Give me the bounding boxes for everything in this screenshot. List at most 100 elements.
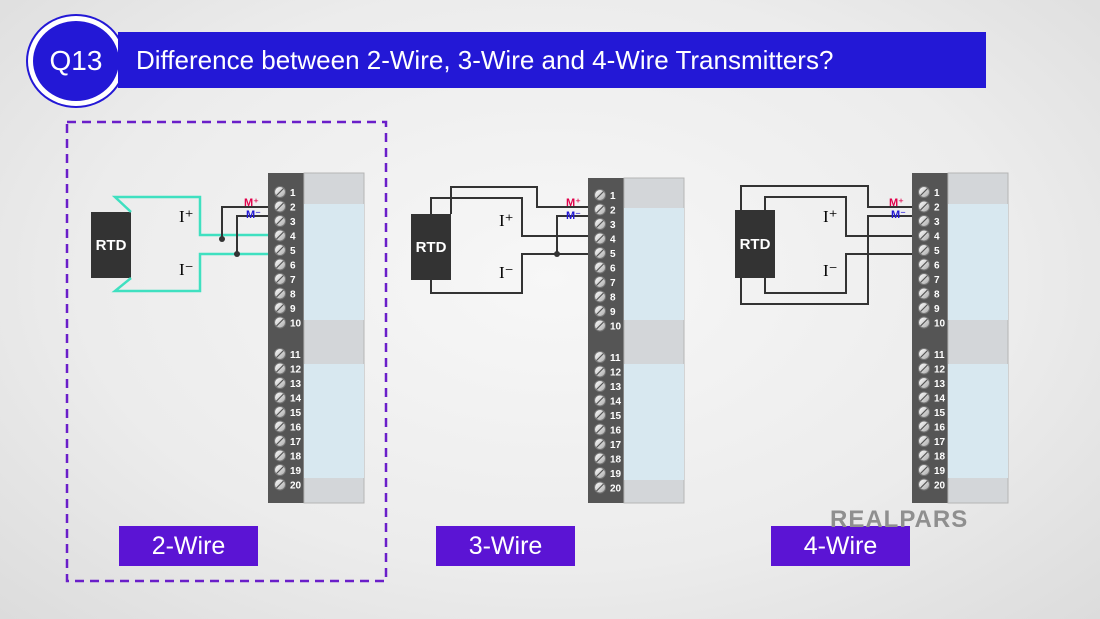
terminal-number: 9 [934,304,940,315]
junction-dot [554,251,560,257]
screw-slot [276,231,284,240]
terminal-number: 7 [934,275,940,286]
wire-sense-plus [740,185,912,210]
terminal-strip [268,173,304,503]
terminal-number: 8 [290,290,296,301]
terminal-number: 15 [934,408,946,419]
screw-slot [276,379,284,387]
screw-slot [920,408,928,416]
screw-slot [920,379,928,387]
current-plus-label: I⁺ [499,211,514,230]
screw-slot [596,263,604,272]
terminal-number: 3 [290,217,296,228]
terminal-number: 17 [290,437,302,448]
terminal-number: 11 [934,350,945,361]
screw-slot [276,217,284,225]
module-channel-lower [624,364,684,480]
screw-slot [276,304,284,312]
terminal-number: 18 [934,452,946,463]
sense-plus-label: M⁺ [889,197,904,209]
current-plus-label: I⁺ [823,207,838,226]
screw-slot [596,469,604,477]
module-channel-upper [624,208,684,320]
terminal-number: 15 [290,408,302,419]
screw-slot [276,188,284,196]
screw-slot [920,364,928,373]
current-minus-label: I⁻ [179,260,194,279]
wire-sense-minus [556,215,588,254]
screw-slot [276,289,284,298]
terminal-number: 16 [934,423,946,434]
page-title: Difference between 2-Wire, 3-Wire and 4-… [118,32,986,88]
terminal-number: 17 [610,440,622,451]
screw-slot [596,396,604,405]
terminal-number: 12 [610,368,622,379]
plc-module [588,177,685,504]
terminal-number: 18 [610,455,622,466]
terminal-number: 20 [610,484,622,495]
screw-slot [276,364,284,373]
sense-plus-label: M⁺ [244,197,259,209]
screw-slot [596,440,604,448]
rtd-label: RTD [416,239,447,256]
screw-slot [920,437,928,445]
terminal-number: 11 [610,353,621,364]
wire-current-plus [430,197,588,237]
terminal-screws [594,189,606,494]
sense-plus-label: M⁺ [566,197,581,209]
realpars-logo: REALPARS [830,506,969,533]
terminal-number: 11 [290,350,301,361]
current-minus-label: I⁻ [823,261,838,280]
terminal-number: 14 [934,394,946,405]
junction-dot [234,251,240,257]
terminal-number: 2 [934,203,940,214]
terminal-number: 18 [290,452,302,463]
wire-current-minus [111,252,268,293]
screw-slot [276,408,284,416]
wire-sense-plus [450,186,588,214]
screw-slot [920,318,928,327]
screw-slot [596,483,604,492]
module-channel-lower [304,364,364,478]
screw-slot [920,422,928,431]
screw-slot [920,451,928,460]
screw-slot [276,437,284,445]
sense-wires [221,206,268,254]
screw-slot [596,353,604,361]
terminal-screws [918,186,930,491]
current-plus-label: I⁺ [179,207,194,226]
plc-module [268,172,365,504]
screw-slot [920,480,928,489]
terminal-number: 6 [610,264,616,275]
screw-slot [920,350,928,358]
terminal-number: 12 [934,365,946,376]
screw-slot [920,304,928,312]
screw-slot [920,231,928,240]
screw-slot [596,205,604,214]
terminal-number: 2 [610,206,616,217]
rtd-body [735,210,775,278]
terminal-number: 2 [290,203,296,214]
screw-slot [920,202,928,211]
terminal-number: 10 [934,319,946,330]
module-channel-upper [948,204,1008,320]
terminal-number: 10 [610,322,622,333]
terminal-number: 19 [610,469,622,480]
screw-slot [920,275,928,283]
sense-minus-label: M⁻ [891,209,906,221]
terminal-strip [588,178,624,503]
terminal-number: 6 [290,261,296,272]
module-channel-lower [948,364,1008,478]
terminal-number: 13 [290,379,302,390]
terminal-number: 9 [290,304,296,315]
screw-slot [596,367,604,376]
terminal-number: 4 [934,232,940,243]
terminal-number: 5 [934,246,940,257]
screw-slot [276,422,284,431]
screw-slot [596,278,604,286]
screw-slot [920,246,928,254]
